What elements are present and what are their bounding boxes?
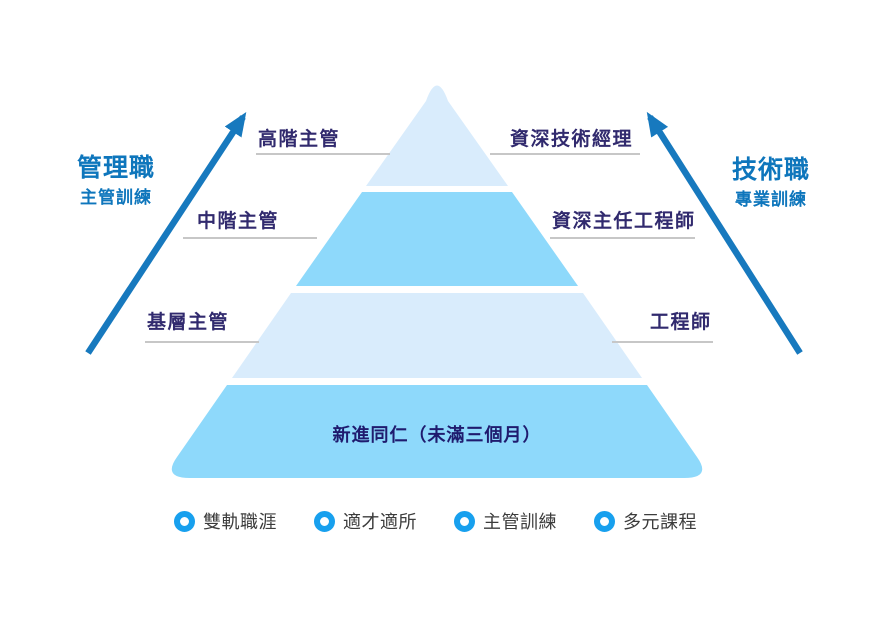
ring-bullet-icon bbox=[174, 510, 195, 532]
label-underline bbox=[612, 341, 713, 343]
management-track-arrow bbox=[85, 111, 247, 355]
legend-item-label: 主管訓練 bbox=[483, 512, 557, 532]
label-underline bbox=[490, 153, 640, 155]
pyramid-tier-base bbox=[171, 385, 703, 478]
legend-item-label: 適才適所 bbox=[343, 512, 417, 532]
ring-bullet-icon bbox=[314, 510, 335, 532]
label-underline bbox=[183, 237, 317, 239]
pyramid-tier-2 bbox=[296, 192, 578, 286]
legend-item-label: 多元課程 bbox=[623, 512, 697, 532]
level-label-senior-chief-engineer: 資深主任工程師 bbox=[552, 211, 696, 232]
legend-item-right-fit: 適才適所 bbox=[314, 510, 417, 532]
level-label-engineer: 工程師 bbox=[650, 312, 712, 333]
ring-bullet-icon bbox=[594, 510, 615, 532]
legend-item-label: 雙軌職涯 bbox=[203, 512, 277, 532]
level-label-senior-manager: 高階主管 bbox=[258, 129, 341, 150]
level-label-mid-manager: 中階主管 bbox=[197, 211, 280, 232]
technical-track-subtitle: 專業訓練 bbox=[735, 190, 807, 209]
management-track-block: 管理職 主管訓練 bbox=[61, 154, 171, 208]
level-label-new-employee: 新進同仁（未滿三個月） bbox=[332, 425, 542, 445]
technical-track-title: 技術職 bbox=[731, 156, 810, 184]
technical-track-block: 技術職 專業訓練 bbox=[716, 156, 826, 210]
technical-track-arrow bbox=[646, 111, 803, 355]
level-label-junior-manager: 基層主管 bbox=[147, 312, 230, 333]
legend: 雙軌職涯 適才適所 主管訓練 多元課程 bbox=[174, 510, 697, 532]
label-underline bbox=[256, 153, 390, 155]
label-underline bbox=[145, 341, 259, 343]
management-track-title: 管理職 bbox=[76, 154, 155, 182]
legend-item-dual-track: 雙軌職涯 bbox=[174, 510, 277, 532]
legend-item-diverse-courses: 多元課程 bbox=[594, 510, 697, 532]
level-label-senior-tech-manager: 資深技術經理 bbox=[510, 129, 634, 150]
pyramid-tier-top bbox=[366, 85, 508, 186]
management-track-subtitle: 主管訓練 bbox=[80, 188, 152, 207]
legend-item-manager-training: 主管訓練 bbox=[454, 510, 557, 532]
ring-bullet-icon bbox=[454, 510, 475, 532]
pyramid-tier-3 bbox=[232, 293, 642, 378]
label-underline bbox=[550, 237, 695, 239]
